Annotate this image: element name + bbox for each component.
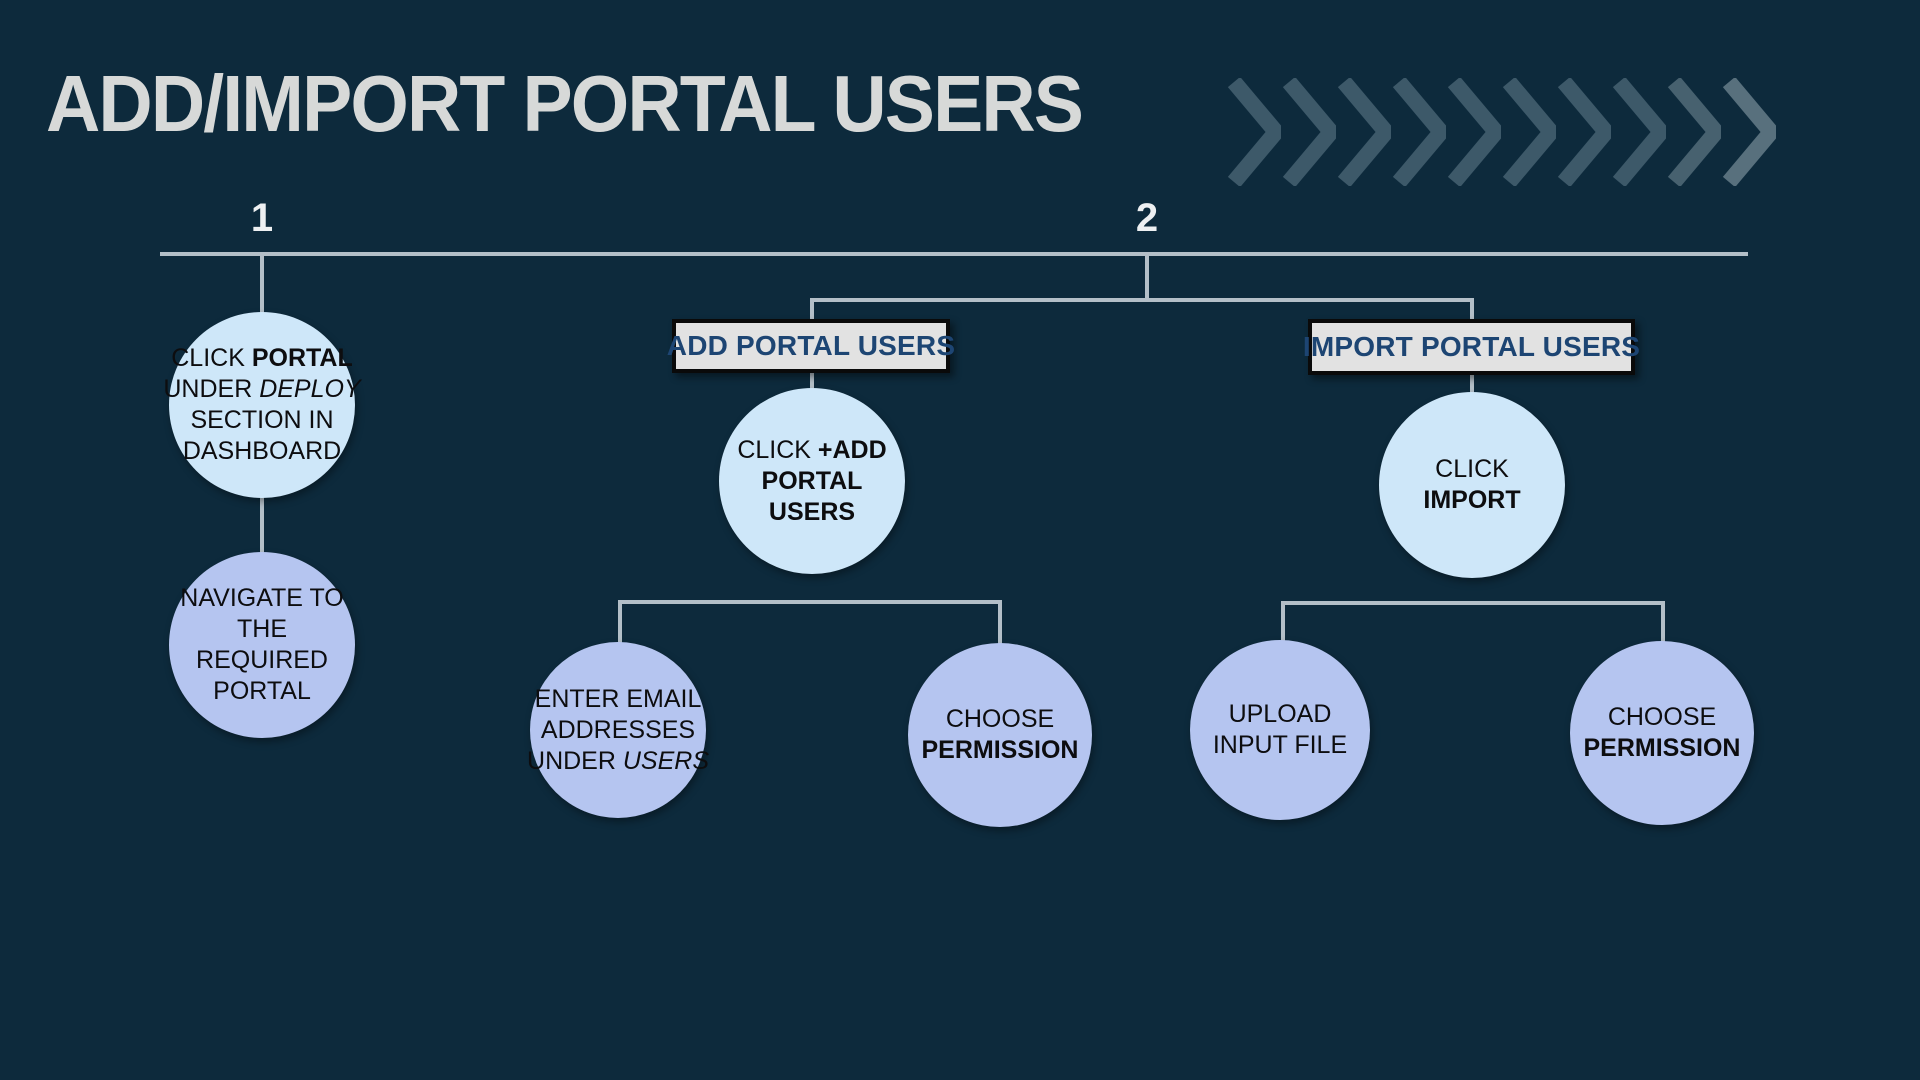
chevron-right-icon [1282,78,1336,186]
step-circle-click-portal: CLICK PORTAL UNDER DEPLOY SECTION IN DAS… [163,312,361,498]
connector-branch2-split [810,298,1474,302]
connector-import-bracket-left [1281,601,1285,647]
chevron-right-icon [1447,78,1501,186]
connector-add-bracket-left [618,600,622,646]
connector-addbox-top [810,298,814,322]
step-circle-upload-input-file: UPLOAD INPUT FILE [1190,640,1370,820]
connector-step1-step2 [260,496,264,556]
add-portal-users-box-label: ADD PORTAL USERS [666,330,956,361]
add-portal-users-box: ADD PORTAL USERS [667,319,955,373]
connector-import-bracket [1281,601,1665,605]
import-portal-users-box-label: IMPORT PORTAL USERS [1302,331,1641,362]
page-title: ADD/IMPORT PORTAL USERS [46,59,1084,148]
branch-1-label: 1 [250,196,274,240]
chevron-decoration-row [1224,78,1776,186]
chevron-right-icon [1337,78,1391,186]
step-circle-enter-email-addresses: ENTER EMAIL ADDRESSES UNDER USERS [527,642,709,818]
connector-importbox-top [1470,298,1474,322]
connector-branch2-drop [1145,252,1149,302]
branch-2-label: 2 [1135,196,1159,240]
connector-import-bracket-right [1661,601,1665,647]
step-circle-click-add-portal-users: CLICK +ADD PORTAL USERS [719,388,905,574]
step-circle-navigate-portal: NAVIGATE TO THE REQUIRED PORTAL [169,552,355,738]
connector-importbox-bottom [1470,375,1474,393]
connector-add-bracket-right [998,600,1002,648]
chevron-right-icon [1227,78,1281,186]
step-circle-click-import: CLICK IMPORT [1379,392,1565,578]
chevron-right-icon [1557,78,1611,186]
connector-branch1-drop [260,252,264,314]
chevron-right-icon [1722,78,1776,186]
chevron-right-icon [1392,78,1446,186]
import-portal-users-box: IMPORT PORTAL USERS [1303,319,1640,375]
chevron-right-icon [1502,78,1556,186]
connector-add-bracket [618,600,1002,604]
main-connector-line [160,252,1748,256]
step-circle-choose-permission-import: CHOOSE PERMISSION [1570,641,1754,825]
chevron-right-icon [1667,78,1721,186]
step-circle-choose-permission-add: CHOOSE PERMISSION [908,643,1092,827]
connector-addbox-bottom [810,373,814,393]
chevron-right-icon [1612,78,1666,186]
